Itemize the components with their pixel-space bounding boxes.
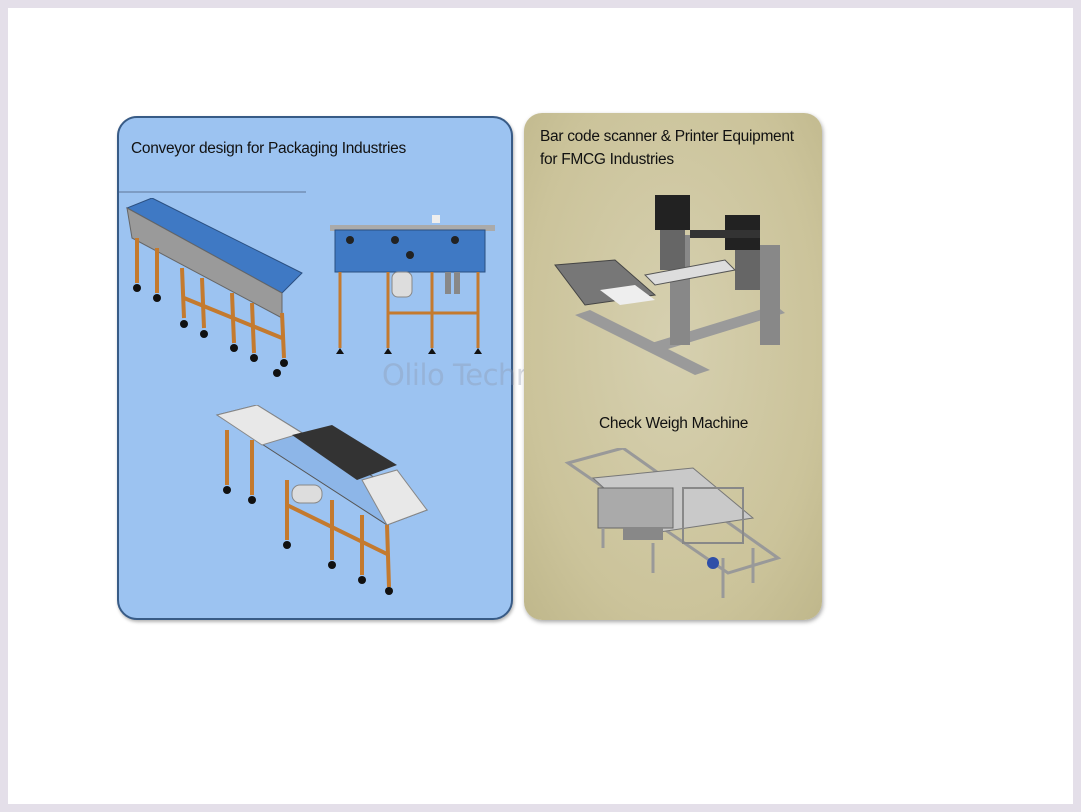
check-weigh-title: Check Weigh Machine <box>599 415 749 432</box>
barcode-panel-title-line1: Bar code scanner & Printer Equipment <box>540 128 794 145</box>
angled-conveyor-image <box>125 198 303 377</box>
barcode-panel-title-line2: for FMCG Industries <box>540 151 674 168</box>
check-weigh-machine-image <box>564 448 782 598</box>
conveyor-panel <box>117 116 513 620</box>
front-view-conveyor-image <box>330 215 495 354</box>
belt-conveyor-image <box>215 405 429 595</box>
divider-line <box>119 191 306 193</box>
conveyor-panel-title: Conveyor design for Packaging Industries <box>131 140 406 157</box>
barcode-scanner-printer-image <box>554 195 785 375</box>
